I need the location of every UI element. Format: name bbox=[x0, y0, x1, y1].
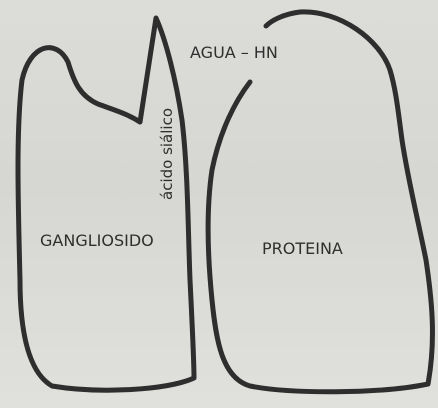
agua-hn-label: AGUA – HN bbox=[190, 43, 278, 62]
ganglioside-outline bbox=[18, 18, 194, 390]
acido-sialico-label: ácido siálico bbox=[158, 108, 176, 200]
gangliosido-label: GANGLIOSIDO bbox=[40, 231, 154, 250]
protein-outline bbox=[208, 12, 432, 392]
proteina-label: PROTEINA bbox=[262, 239, 343, 258]
